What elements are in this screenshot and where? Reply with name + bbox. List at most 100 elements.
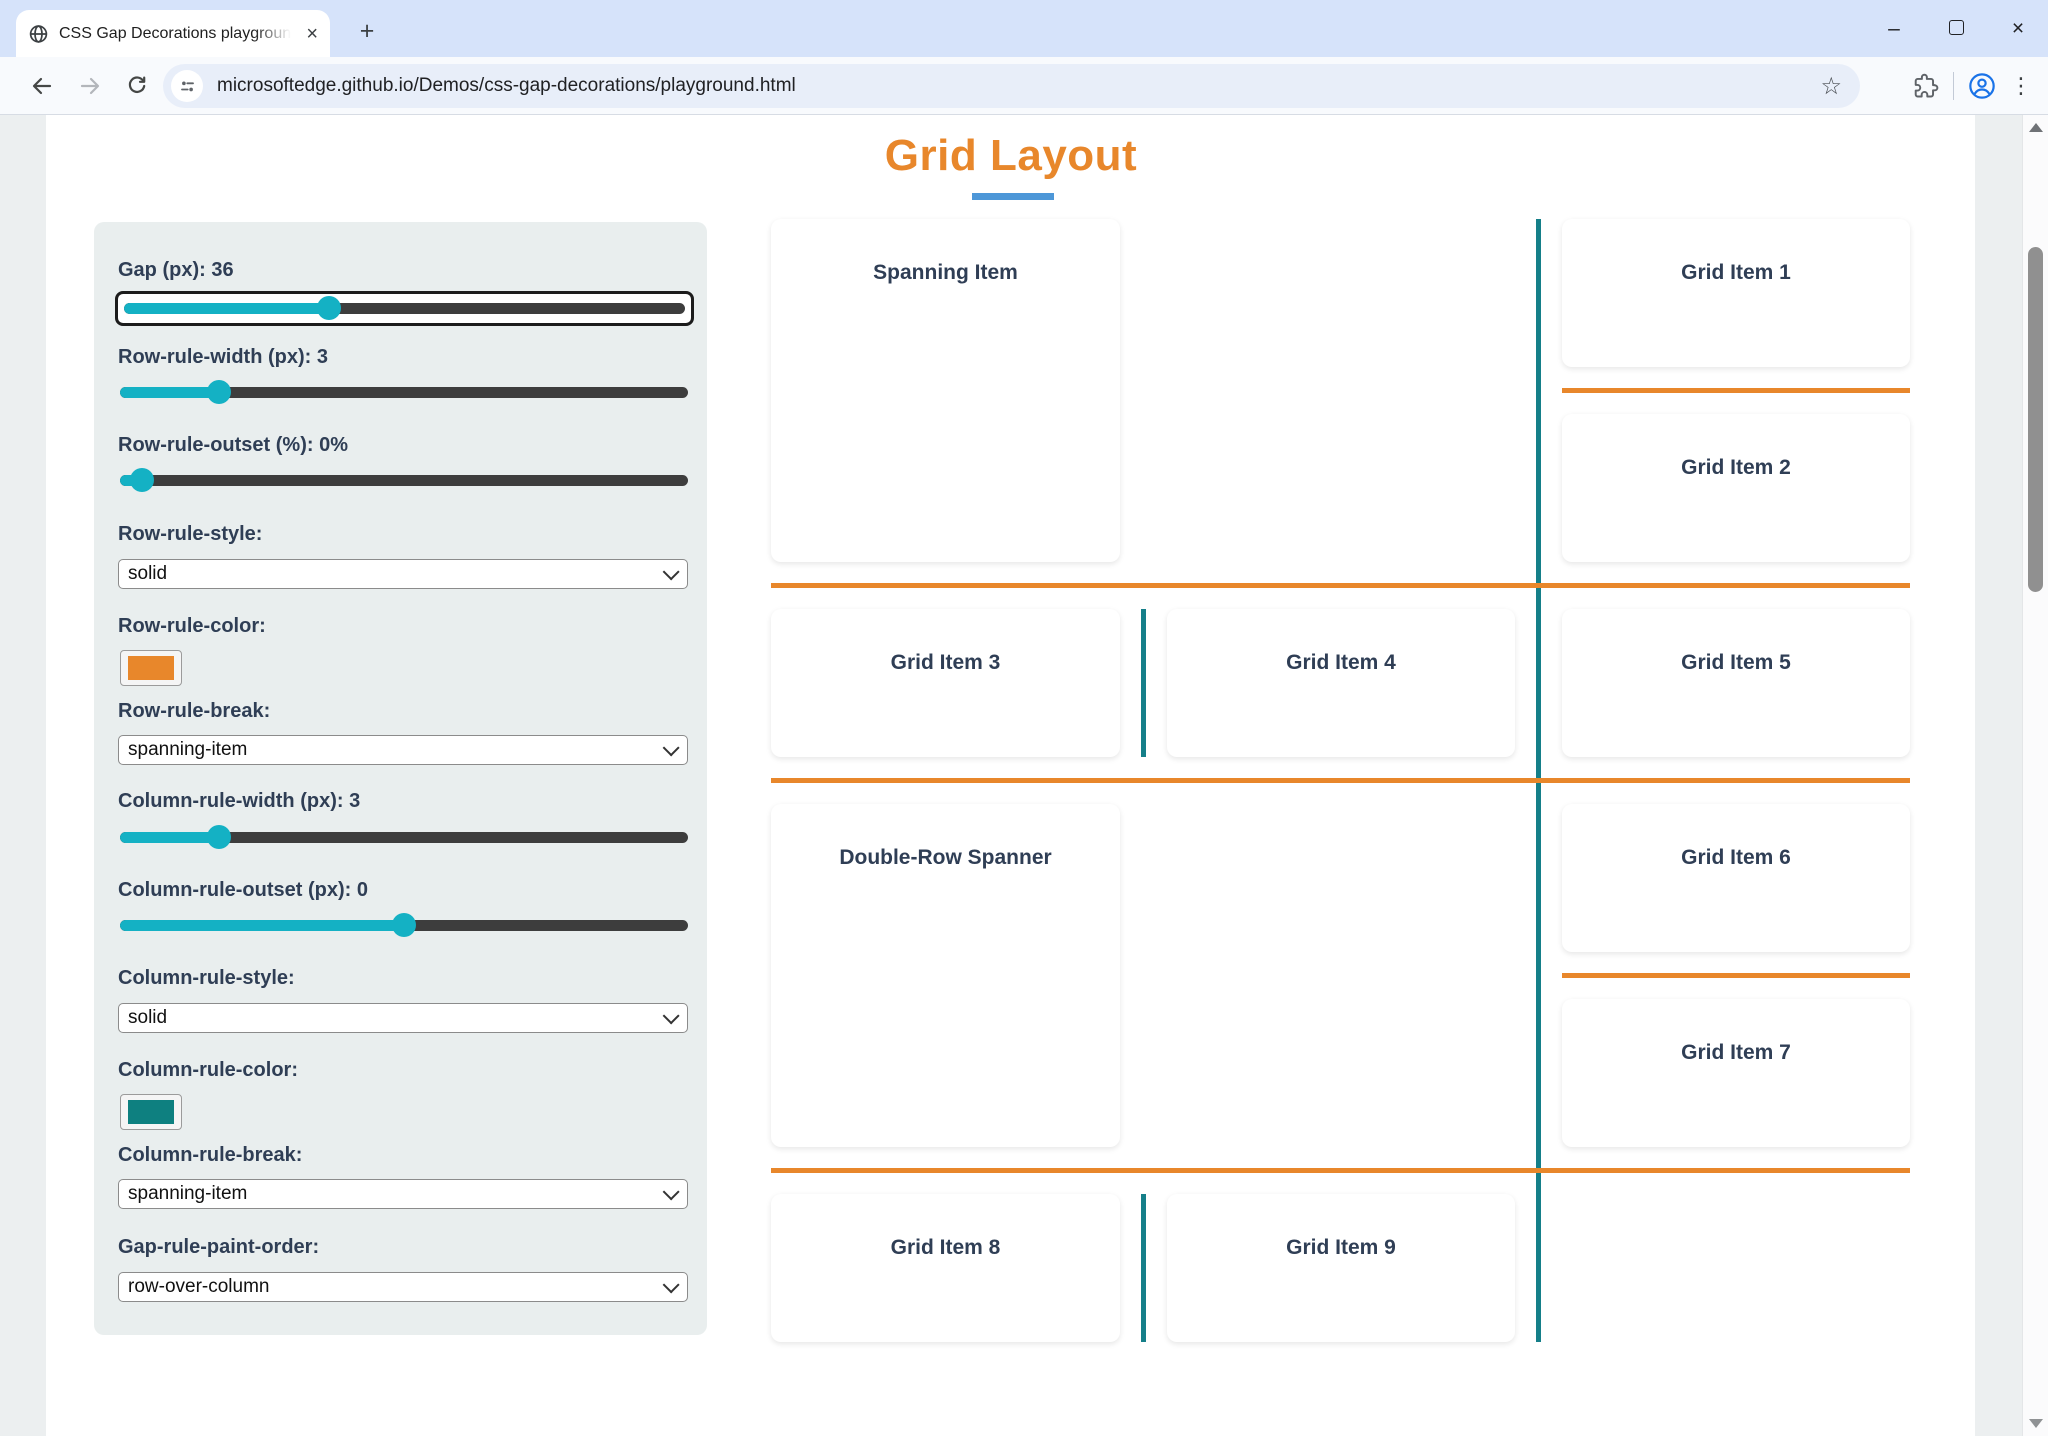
column-rule-style-label: Column-rule-style: <box>118 967 295 989</box>
page-content: Grid Layout Gap (px): 36 Row-rule-width … <box>0 115 2048 1436</box>
new-tab-button[interactable]: + <box>359 16 375 45</box>
card-label: Grid Item 4 <box>1286 651 1396 674</box>
chevron-down-icon <box>662 739 680 757</box>
row-rule-line <box>771 583 1910 588</box>
browser-toolbar: microsoftedge.github.io/Demos/css-gap-de… <box>0 57 2048 115</box>
column-rule-style-select[interactable]: solid <box>118 1003 688 1033</box>
bookmark-star-icon[interactable]: ☆ <box>1820 72 1842 100</box>
slider-thumb[interactable] <box>130 468 155 492</box>
grid-card-3: Grid Item 3 <box>771 609 1120 757</box>
gap-rule-paint-order-label: Gap-rule-paint-order: <box>118 1236 320 1258</box>
card-label: Grid Item 6 <box>1681 846 1791 869</box>
close-button[interactable]: × <box>2011 17 2025 40</box>
tab-strip: CSS Gap Decorations playground × + – × <box>0 0 2048 57</box>
card-label: Spanning Item <box>873 261 1018 284</box>
chevron-down-icon <box>662 1007 680 1025</box>
row-rule-line <box>771 778 1910 783</box>
grid-card-9: Grid Item 9 <box>1167 1194 1515 1342</box>
row-rule-line <box>771 1168 1910 1173</box>
card-label: Grid Item 2 <box>1681 456 1791 479</box>
extensions-icon[interactable] <box>1913 73 1939 99</box>
maximize-icon <box>1948 20 1964 35</box>
grid-card-spanning-item: Spanning Item <box>771 219 1120 562</box>
grid-card-double-row-spanner: Double-Row Spanner <box>771 804 1120 1147</box>
toolbar-divider <box>1953 72 1954 100</box>
slider-thumb[interactable] <box>206 825 231 849</box>
column-rule-outset-slider[interactable] <box>120 913 688 937</box>
slider-track <box>120 387 688 398</box>
chevron-down-icon <box>662 563 680 581</box>
slider-track <box>120 475 688 486</box>
grid-card-7: Grid Item 7 <box>1562 999 1910 1147</box>
row-rule-outset-slider[interactable] <box>120 468 688 492</box>
card-label: Grid Item 5 <box>1681 651 1791 674</box>
row-rule-outset-label: Row-rule-outset (%): 0% <box>118 434 348 456</box>
page-title: Grid Layout <box>884 131 1138 180</box>
window-controls: – × <box>1878 0 2034 57</box>
row-rule-line <box>1562 388 1910 393</box>
site-info-icon[interactable] <box>171 70 203 102</box>
gap-rule-paint-order-select[interactable]: row-over-column <box>118 1272 688 1302</box>
column-rule-break-label: Column-rule-break: <box>118 1144 303 1166</box>
row-rule-break-select[interactable]: spanning-item <box>118 735 688 765</box>
row-rule-width-label: Row-rule-width (px): 3 <box>118 346 328 368</box>
address-bar[interactable]: microsoftedge.github.io/Demos/css-gap-de… <box>163 64 1860 108</box>
browser-menu-icon[interactable]: ⋮ <box>2010 73 2032 99</box>
profile-avatar[interactable] <box>1968 72 1996 100</box>
slider-thumb[interactable] <box>392 913 416 937</box>
grid-card-5: Grid Item 5 <box>1562 609 1910 757</box>
chevron-down-icon <box>662 1183 680 1201</box>
row-rule-color-label: Row-rule-color: <box>118 615 266 637</box>
column-rule-break-select[interactable]: spanning-item <box>118 1179 688 1209</box>
gap-slider-label: Gap (px): 36 <box>118 259 234 281</box>
slider-track <box>120 832 688 843</box>
column-rule-line <box>1141 1194 1146 1342</box>
scrollbar-thumb[interactable] <box>2028 247 2043 592</box>
grid-card-4: Grid Item 4 <box>1167 609 1515 757</box>
minimize-button[interactable]: – <box>1888 17 1900 40</box>
forward-button[interactable] <box>78 74 102 98</box>
column-rule-width-slider[interactable] <box>120 825 688 849</box>
column-rule-color-label: Column-rule-color: <box>118 1059 298 1081</box>
grid-card-1: Grid Item 1 <box>1562 219 1910 367</box>
globe-icon <box>28 23 49 44</box>
row-rule-color-picker[interactable] <box>120 650 182 686</box>
reload-button[interactable] <box>125 74 149 98</box>
slider-track <box>124 303 685 314</box>
gap-slider[interactable] <box>124 296 685 320</box>
column-rule-outset-label: Column-rule-outset (px): 0 <box>118 879 368 901</box>
column-rule-color-picker[interactable] <box>120 1094 182 1130</box>
card-label: Grid Item 7 <box>1681 1041 1791 1064</box>
select-value: solid <box>128 1007 168 1028</box>
select-value: spanning-item <box>128 739 248 760</box>
row-rule-style-label: Row-rule-style: <box>118 523 263 545</box>
card-label: Grid Item 3 <box>890 651 1001 674</box>
back-button[interactable] <box>30 74 54 98</box>
toolbar-actions: ⋮ <box>1913 57 2048 115</box>
url-text[interactable]: microsoftedge.github.io/Demos/css-gap-de… <box>217 75 796 96</box>
column-rule-width-label: Column-rule-width (px): 3 <box>118 790 361 812</box>
card-label: Grid Item 8 <box>890 1236 1001 1259</box>
browser-tab[interactable]: CSS Gap Decorations playground × <box>16 10 330 57</box>
scroll-down-arrow-icon[interactable] <box>2029 1419 2043 1428</box>
grid-card-6: Grid Item 6 <box>1562 804 1910 952</box>
slider-thumb[interactable] <box>316 296 341 320</box>
card-label: Grid Item 1 <box>1681 261 1791 284</box>
maximize-button[interactable] <box>1940 18 1972 39</box>
grid-card-8: Grid Item 8 <box>771 1194 1120 1342</box>
tab-title: CSS Gap Decorations playground <box>59 24 299 42</box>
chevron-down-icon <box>662 1276 680 1294</box>
row-rule-style-select[interactable]: solid <box>118 559 688 589</box>
column-rule-line <box>1141 609 1146 757</box>
controls-panel: Gap (px): 36 Row-rule-width (px): 3 Row-… <box>94 222 707 1335</box>
card-label: Grid Item 9 <box>1286 1236 1396 1259</box>
select-value: spanning-item <box>128 1183 248 1204</box>
slider-thumb[interactable] <box>206 380 231 404</box>
gap-slider-focus-ring <box>115 291 694 326</box>
row-rule-width-slider[interactable] <box>120 380 688 404</box>
grid-card-2: Grid Item 2 <box>1562 414 1910 562</box>
scroll-up-arrow-icon[interactable] <box>2029 123 2043 132</box>
tab-close-icon[interactable]: × <box>306 22 318 45</box>
select-value: solid <box>128 563 168 584</box>
vertical-scrollbar[interactable] <box>2022 115 2048 1436</box>
